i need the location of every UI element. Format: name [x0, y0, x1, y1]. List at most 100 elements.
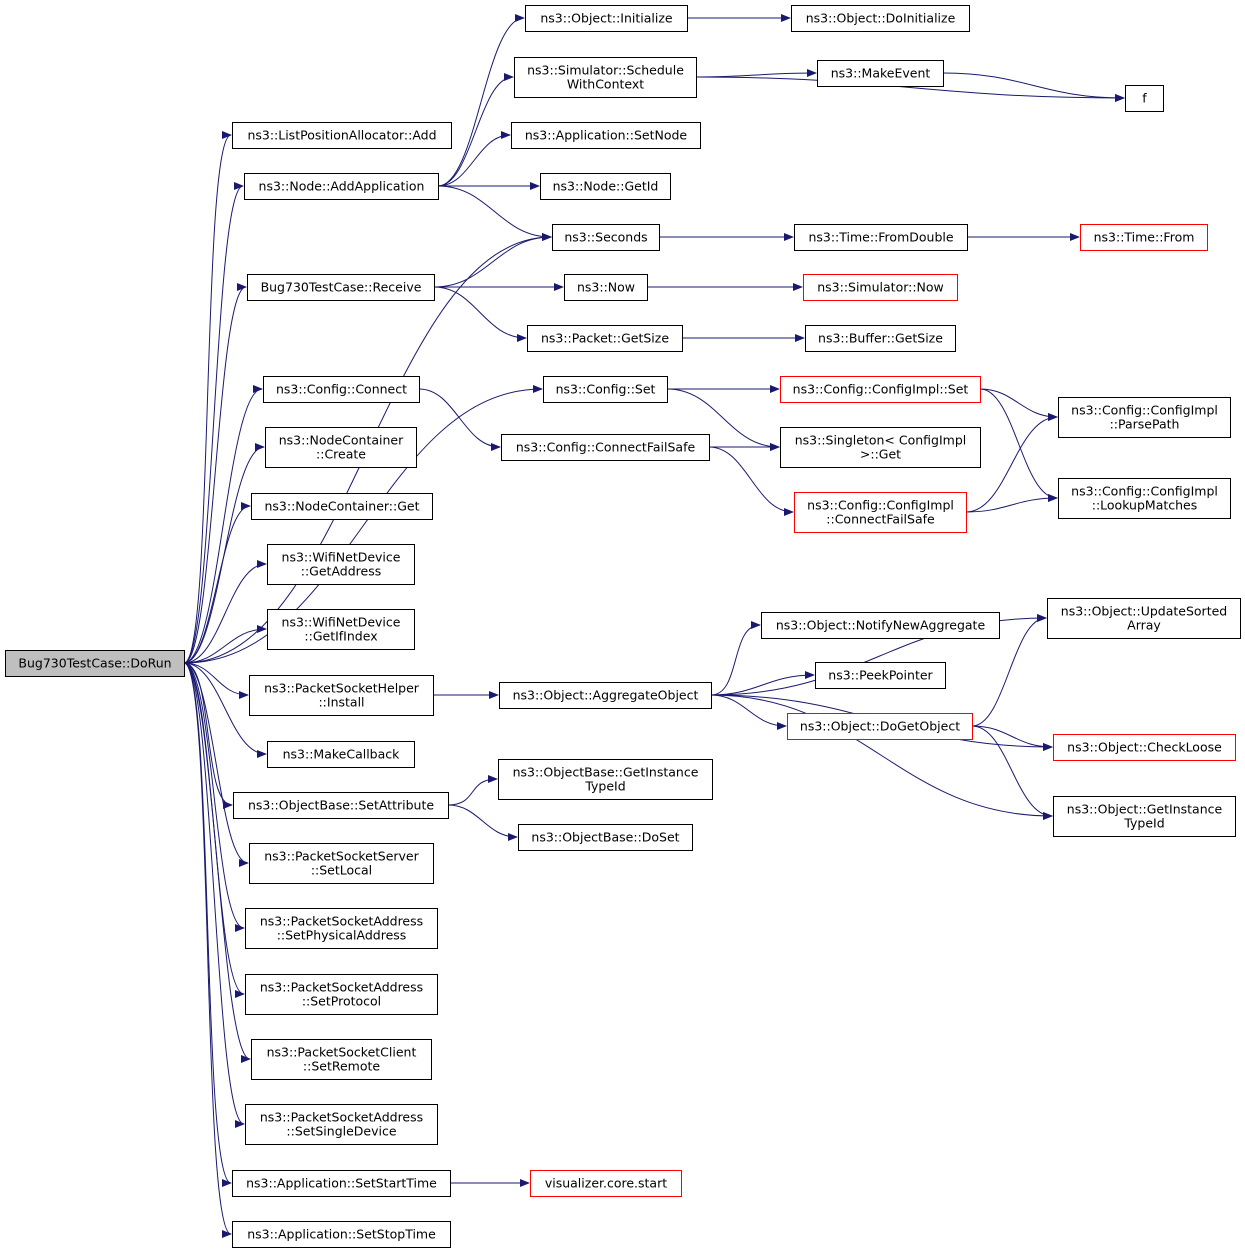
function-label: ns3::Config::Connect — [276, 382, 407, 397]
call-edge-ob_setattr-to-ob_getinstance — [447, 775, 498, 806]
function-box — [1058, 397, 1231, 438]
function-node-sim-now[interactable]: ns3::Simulator::Now — [803, 274, 958, 301]
function-node-f[interactable]: f — [1125, 85, 1164, 112]
function-node-list-add[interactable]: ns3::ListPositionAllocator::Add — [232, 122, 452, 149]
function-node-time-fromdouble[interactable]: ns3::Time::FromDouble — [794, 224, 968, 251]
function-label: ns3::ObjectBase::SetAttribute — [248, 798, 434, 813]
call-edge-node_addapp-to-obj_initialize — [437, 14, 525, 187]
call-edge-node_addapp-to-app_setnode — [437, 131, 511, 187]
function-node-app-setnode[interactable]: ns3::Application::SetNode — [511, 122, 701, 149]
call-edge-node_addapp-to-seconds — [437, 185, 552, 241]
call-edge-root-to-cfg_connect — [183, 385, 263, 664]
function-label: ::SetRemote — [303, 1059, 380, 1074]
function-node-makeevent[interactable]: ns3::MakeEvent — [817, 60, 944, 87]
function-node-now[interactable]: ns3::Now — [564, 274, 648, 301]
function-node-ob-doset[interactable]: ns3::ObjectBase::DoSet — [518, 824, 693, 851]
call-edge-root-to-receive — [183, 283, 247, 664]
function-node-obj-checkloose[interactable]: ns3::Object::CheckLoose — [1053, 734, 1236, 761]
call-edge-root-to-wifi_getaddr — [183, 560, 267, 664]
function-node-pss-setlocal[interactable]: ns3::PacketSocketServer::SetLocal — [249, 843, 434, 884]
function-box — [501, 434, 710, 461]
function-label: ::ParsePath — [1110, 417, 1180, 432]
call-edge-sim_schedule-to-makeevent — [695, 69, 817, 78]
function-node-app-setstart[interactable]: ns3::Application::SetStartTime — [232, 1170, 451, 1197]
function-node-makecallback[interactable]: ns3::MakeCallback — [267, 741, 415, 768]
function-node-nc-get[interactable]: ns3::NodeContainer::Get — [251, 493, 433, 520]
function-box — [247, 274, 435, 301]
function-label: ns3::Object::CheckLoose — [1067, 740, 1222, 755]
function-box — [267, 609, 415, 650]
function-label: ns3::Config::ConnectFailSafe — [516, 440, 696, 455]
function-node-singleton-get[interactable]: ns3::Singleton< ConfigImpl >::Get — [780, 427, 981, 468]
function-box — [267, 741, 415, 768]
call-edge-root-to-pss_setlocal — [183, 662, 249, 867]
function-node-viz-start[interactable]: visualizer.core.start — [530, 1170, 682, 1197]
function-node-node-getid[interactable]: ns3::Node::GetId — [540, 173, 671, 200]
function-label: ns3::Object::AggregateObject — [513, 688, 699, 703]
function-node-cfgimpl-lookup[interactable]: ns3::Config::ConfigImpl::LookupMatches — [1058, 478, 1231, 519]
function-box — [267, 544, 415, 585]
call-edge-obj_dogetobject-to-obj_getinstance — [971, 725, 1053, 820]
function-node-ob-setattr[interactable]: ns3::ObjectBase::SetAttribute — [233, 792, 449, 819]
function-node-obj-initialize[interactable]: ns3::Object::Initialize — [525, 5, 688, 32]
function-node-buffer-getsize[interactable]: ns3::Buffer::GetSize — [805, 325, 956, 352]
function-label: ns3::Time::FromDouble — [808, 230, 953, 245]
function-box — [815, 662, 946, 689]
call-edge-sim_schedule-to-f — [695, 76, 1125, 102]
function-label: ns3::Application::SetStopTime — [247, 1227, 436, 1242]
function-node-seconds[interactable]: ns3::Seconds — [552, 224, 660, 251]
function-node-obj-aggregate[interactable]: ns3::Object::AggregateObject — [499, 682, 712, 709]
function-node-obj-dogetobject[interactable]: ns3::Object::DoGetObject — [787, 713, 973, 740]
function-node-nc-create[interactable]: ns3::NodeContainer::Create — [265, 427, 417, 468]
function-node-peekpointer[interactable]: ns3::PeekPointer — [815, 662, 946, 689]
function-node-psh-install[interactable]: ns3::PacketSocketHelper::Install — [249, 675, 434, 716]
function-node-packet-getsize[interactable]: ns3::Packet::GetSize — [527, 325, 683, 352]
function-label: ns3::Buffer::GetSize — [818, 331, 943, 346]
function-node-psa-setproto[interactable]: ns3::PacketSocketAddress::SetProtocol — [245, 974, 438, 1015]
function-label: ns3::Object::UpdateSorted — [1061, 604, 1227, 619]
function-node-cfgimpl-connectfs[interactable]: ns3::Config::ConfigImpl::ConnectFailSafe — [794, 492, 967, 533]
function-node-cfg-set[interactable]: ns3::Config::Set — [543, 376, 668, 403]
function-node-cfgimpl-parsepath[interactable]: ns3::Config::ConfigImpl::ParsePath — [1058, 397, 1231, 438]
call-edge-obj_aggregate-to-obj_getinstance — [710, 694, 1053, 820]
function-box — [251, 1039, 432, 1080]
call-edge-obj_dogetobject-to-obj_checkloose — [971, 725, 1053, 751]
function-node-psa-setsingle[interactable]: ns3::PacketSocketAddress::SetSingleDevic… — [245, 1104, 438, 1145]
function-node-cfg-connectfs[interactable]: ns3::Config::ConnectFailSafe — [501, 434, 710, 461]
function-label: WithContext — [567, 77, 644, 92]
call-edge-root-to-psh_install — [183, 662, 249, 699]
function-node-psc-setremote[interactable]: ns3::PacketSocketClient::SetRemote — [251, 1039, 432, 1080]
function-label: ns3::Application::SetStartTime — [246, 1176, 437, 1191]
function-node-obj-notify[interactable]: ns3::Object::NotifyNewAggregate — [761, 612, 1000, 639]
function-label: ::Create — [316, 447, 366, 462]
function-node-time-from[interactable]: ns3::Time::From — [1080, 224, 1208, 251]
function-label: TypeId — [1123, 816, 1164, 831]
function-box — [794, 224, 968, 251]
call-edge-root-to-node_addapp — [183, 182, 244, 664]
function-node-receive[interactable]: Bug730TestCase::Receive — [247, 274, 435, 301]
function-node-node-addapp[interactable]: ns3::Node::AddApplication — [244, 173, 439, 200]
function-node-wifi-getifindex[interactable]: ns3::WifiNetDevice::GetIfIndex — [267, 609, 415, 650]
function-box — [552, 224, 660, 251]
function-label: ns3::NodeContainer::Get — [265, 499, 420, 514]
function-node-obj-doinit[interactable]: ns3::Object::DoInitialize — [791, 5, 970, 32]
function-node-cfg-connect[interactable]: ns3::Config::Connect — [263, 376, 420, 403]
function-box — [817, 60, 944, 87]
function-box — [263, 376, 420, 403]
function-label: ns3::ObjectBase::DoSet — [531, 830, 679, 845]
function-label: ns3::ListPositionAllocator::Add — [247, 128, 436, 143]
call-edge-root-to-ob_setattr — [183, 662, 233, 809]
function-node-psa-setphys[interactable]: ns3::PacketSocketAddress::SetPhysicalAdd… — [245, 908, 438, 949]
call-edge-cfgimpl_set-to-cfgimpl_parsepath — [979, 388, 1058, 421]
function-box — [233, 792, 449, 819]
function-node-cfgimpl-set[interactable]: ns3::Config::ConfigImpl::Set — [780, 376, 981, 403]
function-label: ::SetPhysicalAddress — [277, 928, 407, 943]
function-node-wifi-getaddr[interactable]: ns3::WifiNetDevice::GetAddress — [267, 544, 415, 585]
function-node-app-setstop[interactable]: ns3::Application::SetStopTime — [232, 1221, 451, 1248]
function-label: f — [1142, 91, 1147, 106]
function-label: ns3::Simulator::Schedule — [527, 63, 684, 78]
